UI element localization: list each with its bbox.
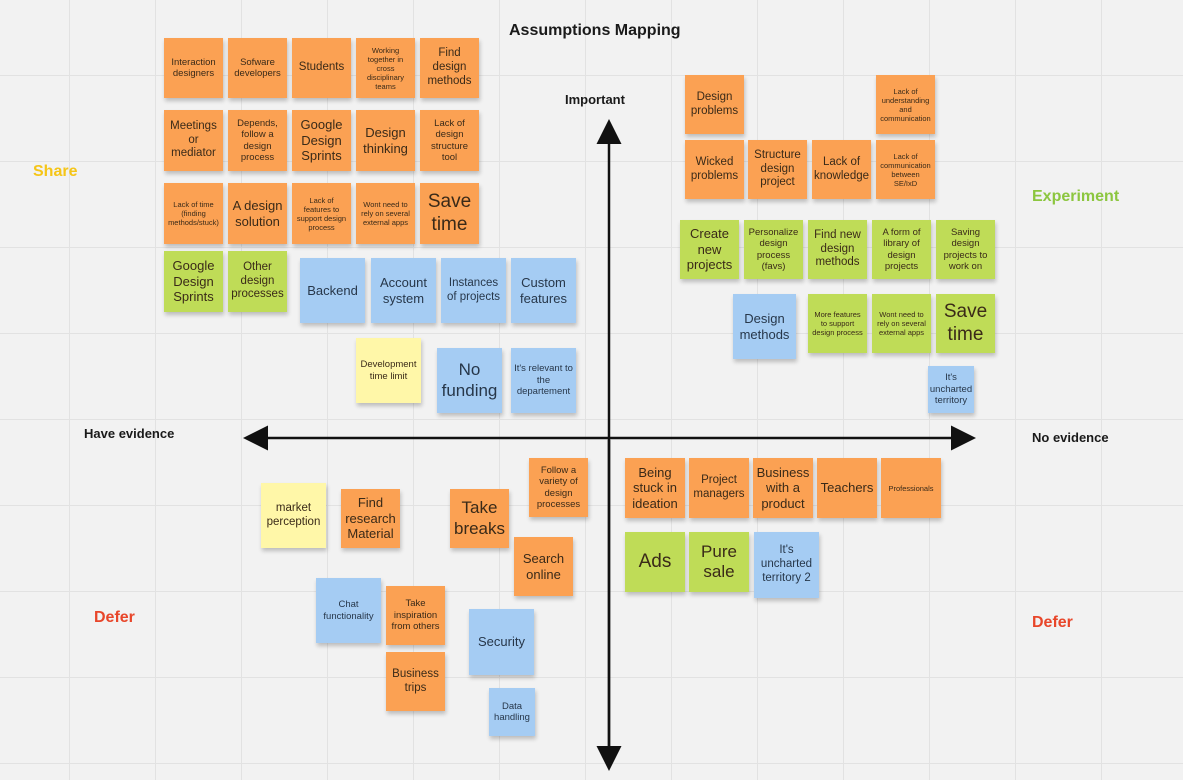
sticky-note[interactable]: It's uncharted territory <box>928 366 974 413</box>
sticky-note[interactable]: Wont need to rely on several external ap… <box>356 183 415 244</box>
sticky-note[interactable]: Design problems <box>685 75 744 134</box>
sticky-note[interactable]: Save time <box>936 294 995 353</box>
sticky-note[interactable]: No funding <box>437 348 502 413</box>
sticky-note[interactable]: Design thinking <box>356 110 415 171</box>
quadrant-label-defer-left: Defer <box>94 609 135 626</box>
sticky-note[interactable]: It's relevant to the departement <box>511 348 576 413</box>
sticky-note[interactable]: Working together in cross disciplinary t… <box>356 38 415 98</box>
sticky-note[interactable]: Students <box>292 38 351 98</box>
sticky-note[interactable]: Chat functionality <box>316 578 381 643</box>
sticky-note[interactable]: Find new design methods <box>808 220 867 279</box>
sticky-note[interactable]: A form of library of design projects <box>872 220 931 279</box>
sticky-note[interactable]: Custom features <box>511 258 576 323</box>
sticky-note[interactable]: Instances of projects <box>441 258 506 323</box>
sticky-note[interactable]: Create new projects <box>680 220 739 279</box>
sticky-note[interactable]: Project managers <box>689 458 749 518</box>
sticky-note[interactable]: Other design processes <box>228 251 287 312</box>
sticky-note[interactable]: Wicked problems <box>685 140 744 199</box>
sticky-note[interactable]: Business trips <box>386 652 445 711</box>
sticky-note[interactable]: Save time <box>420 183 479 244</box>
sticky-note[interactable]: Lack of features to support design proce… <box>292 183 351 244</box>
sticky-note[interactable]: Professionals <box>881 458 941 518</box>
sticky-note[interactable]: Ads <box>625 532 685 592</box>
sticky-note[interactable]: Depends, follow a design process <box>228 110 287 171</box>
sticky-note[interactable]: Meetings or mediator <box>164 110 223 171</box>
sticky-note[interactable]: Data handling <box>489 688 535 736</box>
sticky-note[interactable]: It's uncharted territory 2 <box>754 532 819 598</box>
sticky-note[interactable]: Follow a variety of design processes <box>529 458 588 517</box>
sticky-note[interactable]: A design solution <box>228 183 287 244</box>
sticky-note[interactable]: Structure design project <box>748 140 807 199</box>
quadrant-label-share: Share <box>33 163 78 180</box>
sticky-note[interactable]: Teachers <box>817 458 877 518</box>
sticky-note[interactable]: Personalize design process (favs) <box>744 220 803 279</box>
quadrant-label-defer-right: Defer <box>1032 614 1073 631</box>
sticky-note[interactable]: Wont need to rely on several external ap… <box>872 294 931 353</box>
sticky-note[interactable]: Google Design Sprints <box>164 251 223 312</box>
sticky-note[interactable]: Business with a product <box>753 458 813 518</box>
sticky-note[interactable]: Design methods <box>733 294 796 359</box>
sticky-note[interactable]: More features to support design process <box>808 294 867 353</box>
sticky-note[interactable]: Sofware developers <box>228 38 287 98</box>
sticky-note[interactable]: Search online <box>514 537 573 596</box>
sticky-note[interactable]: Being stuck in ideation <box>625 458 685 518</box>
sticky-note[interactable]: Lack of communication between SE/IxD <box>876 140 935 199</box>
sticky-note[interactable]: Interaction designers <box>164 38 223 98</box>
sticky-note[interactable]: Lack of knowledge <box>812 140 871 199</box>
sticky-note[interactable]: Saving design projects to work on <box>936 220 995 279</box>
sticky-note[interactable]: market perception <box>261 483 326 548</box>
sticky-note[interactable]: Take inspiration from others <box>386 586 445 645</box>
axis-label-have-evidence: Have evidence <box>84 426 175 441</box>
sticky-note[interactable]: Development time limit <box>356 338 421 403</box>
sticky-note[interactable]: Account system <box>371 258 436 323</box>
sticky-note[interactable]: Google Design Sprints <box>292 110 351 171</box>
quadrant-label-experiment: Experiment <box>1032 188 1120 205</box>
sticky-note[interactable]: Pure sale <box>689 532 749 592</box>
sticky-note[interactable]: Take breaks <box>450 489 509 548</box>
sticky-note[interactable]: Find research Material <box>341 489 400 548</box>
axis-label-no-evidence: No evidence <box>1032 430 1109 445</box>
sticky-note[interactable]: Lack of understanding and communication <box>876 75 935 134</box>
sticky-note[interactable]: Lack of time (finding methods/stuck) <box>164 183 223 244</box>
sticky-note[interactable]: Backend <box>300 258 365 323</box>
sticky-note[interactable]: Lack of design structure tool <box>420 110 479 171</box>
sticky-note[interactable]: Find design methods <box>420 38 479 98</box>
sticky-note[interactable]: Security <box>469 609 534 675</box>
axis-label-important: Important <box>565 92 625 107</box>
board-title: Assumptions Mapping <box>509 22 681 39</box>
